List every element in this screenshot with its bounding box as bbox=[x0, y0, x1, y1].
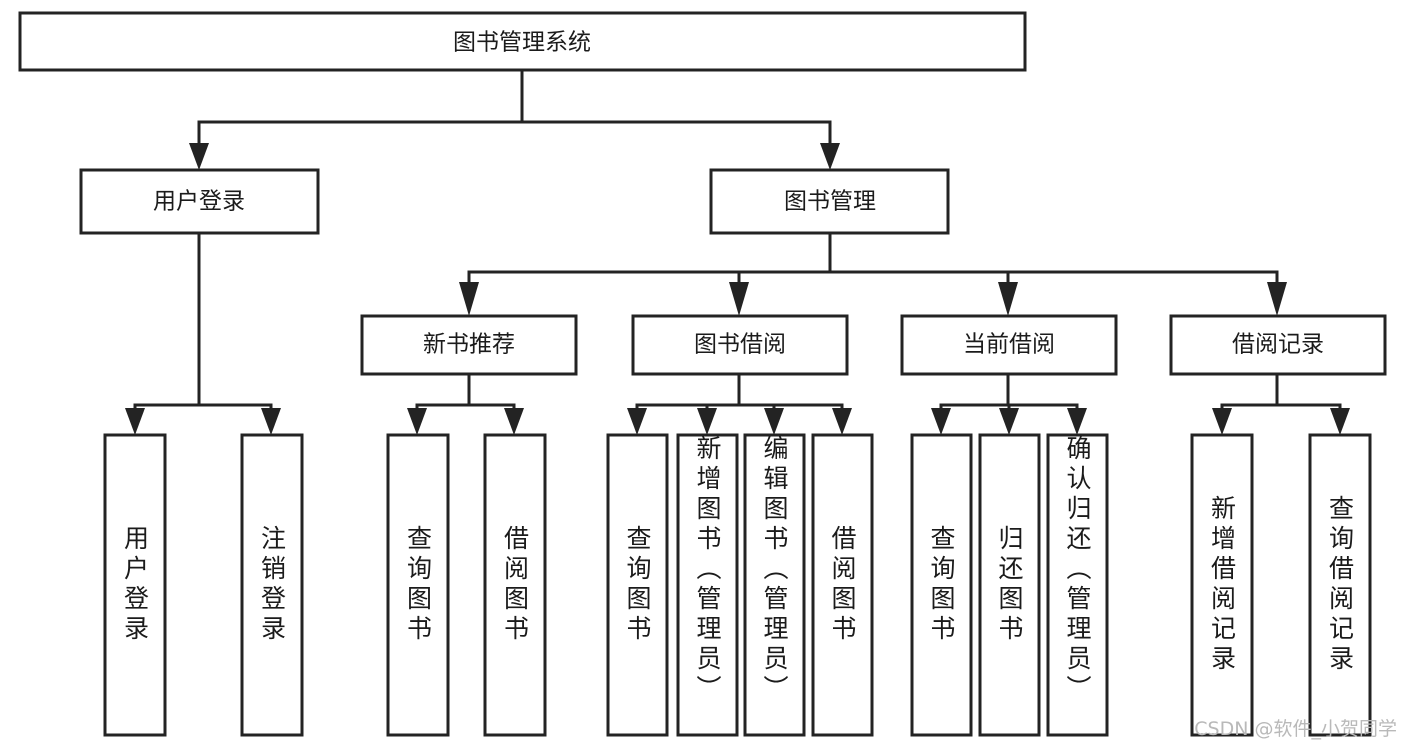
arrow-to-currentborrow-leaf-2 bbox=[999, 408, 1019, 435]
arrow-to-book-manage bbox=[820, 143, 840, 170]
node-book-manage[interactable]: 图书管理 bbox=[709, 168, 950, 235]
node-book-borrow-label: 图书借阅 bbox=[694, 332, 786, 358]
nodes-layer: 图书管理系统 用户登录 图书管理 新书推荐 图书借阅 当前 bbox=[18, 11, 1387, 737]
arrow-to-book-borrow bbox=[729, 282, 749, 316]
node-user-login-label: 用户登录 bbox=[153, 189, 245, 215]
leaf-box-user-login-1[interactable] bbox=[103, 433, 167, 737]
arrow-to-new-book bbox=[459, 282, 479, 316]
leaf-box-current-borrow-2[interactable] bbox=[978, 433, 1041, 737]
node-current-borrow[interactable]: 当前借阅 bbox=[900, 314, 1118, 376]
node-book-borrow[interactable]: 图书借阅 bbox=[631, 314, 849, 376]
arrow-to-borrowrecord-leaf-1 bbox=[1212, 408, 1232, 435]
arrow-to-bookborrow-leaf-1 bbox=[627, 408, 647, 435]
node-book-manage-label: 图书管理 bbox=[784, 189, 876, 215]
leaf-box-user-login-2[interactable] bbox=[240, 433, 304, 737]
edges-layer bbox=[125, 68, 1350, 435]
arrow-to-bookborrow-leaf-3 bbox=[764, 408, 784, 435]
node-user-login[interactable]: 用户登录 bbox=[79, 168, 320, 235]
node-root[interactable]: 图书管理系统 bbox=[18, 11, 1027, 72]
arrow-to-bookborrow-leaf-4 bbox=[832, 408, 852, 435]
arrow-to-currentborrow-leaf-3 bbox=[1067, 408, 1087, 435]
arrow-to-newbook-leaf-1 bbox=[407, 408, 427, 435]
arrow-to-borrowrecord-leaf-2 bbox=[1330, 408, 1350, 435]
arrow-to-borrow-record bbox=[1267, 282, 1287, 316]
leaf-box-book-borrow-3[interactable] bbox=[743, 433, 806, 737]
leaf-box-borrow-record-2[interactable] bbox=[1308, 433, 1372, 737]
node-current-borrow-label: 当前借阅 bbox=[963, 332, 1055, 358]
leaf-box-new-book-1[interactable] bbox=[386, 433, 450, 737]
arrow-to-current-borrow bbox=[998, 282, 1018, 316]
arrow-to-bookborrow-leaf-2 bbox=[697, 408, 717, 435]
node-new-book[interactable]: 新书推荐 bbox=[360, 314, 578, 376]
arrow-to-leaf-logout bbox=[261, 408, 281, 435]
leaf-box-current-borrow-3[interactable] bbox=[1046, 433, 1109, 737]
leaf-box-book-borrow-1[interactable] bbox=[606, 433, 669, 737]
leaf-box-current-borrow-1[interactable] bbox=[910, 433, 973, 737]
arrow-to-newbook-leaf-2 bbox=[504, 408, 524, 435]
node-borrow-record[interactable]: 借阅记录 bbox=[1169, 314, 1387, 376]
node-borrow-record-label: 借阅记录 bbox=[1232, 332, 1324, 358]
arrow-to-leaf-user-login bbox=[125, 408, 145, 435]
leaf-box-borrow-record-1[interactable] bbox=[1190, 433, 1254, 737]
arrow-to-currentborrow-leaf-1 bbox=[931, 408, 951, 435]
arrow-to-user-login bbox=[189, 143, 209, 170]
watermark-label: CSDN @软件_小贺同学 bbox=[1194, 718, 1397, 740]
leaf-box-book-borrow-4[interactable] bbox=[811, 433, 874, 737]
leaf-box-book-borrow-2[interactable] bbox=[676, 433, 739, 737]
node-new-book-label: 新书推荐 bbox=[423, 332, 515, 358]
leaf-box-new-book-2[interactable] bbox=[483, 433, 547, 737]
node-root-label: 图书管理系统 bbox=[453, 30, 591, 56]
